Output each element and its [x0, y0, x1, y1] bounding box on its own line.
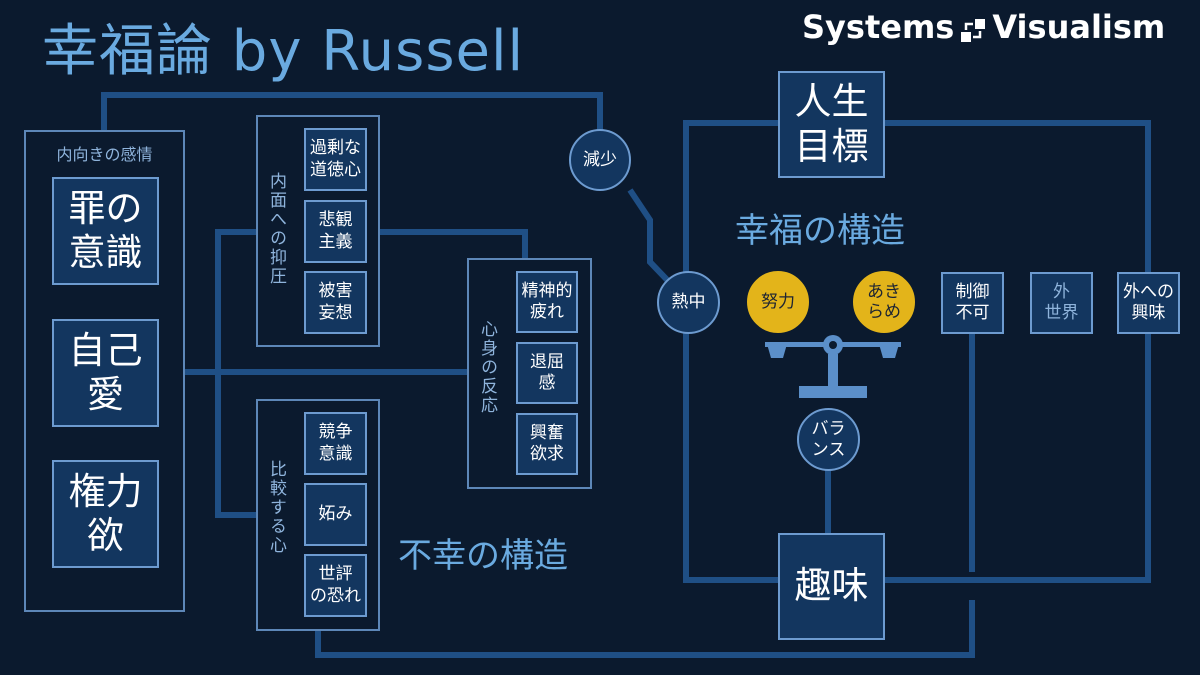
- comparison-group: [256, 399, 380, 631]
- effort-node: 努力: [747, 271, 809, 333]
- mind-body-group: [467, 258, 592, 489]
- brand-name-left: Systems: [802, 8, 955, 46]
- page-title: 幸福論 by Russell: [42, 19, 525, 84]
- systems-visualism-logo-icon: [960, 14, 986, 42]
- envy-box: 妬み: [304, 483, 367, 546]
- unhappiness-structure-heading: 不幸の構造: [398, 536, 568, 576]
- outer-world-box: 外 世界: [1030, 272, 1093, 334]
- boredom-box: 退屈 感: [516, 342, 578, 404]
- outward-interest-box: 外への 興味: [1117, 272, 1180, 334]
- happiness-structure-heading: 幸福の構造: [735, 211, 905, 251]
- persecution-box: 被害 妄想: [304, 271, 367, 334]
- balance-node: バラ ンス: [797, 408, 860, 471]
- pessimism-box: 悲観 主義: [304, 200, 367, 263]
- suppression-label: 内面への抑圧: [266, 172, 286, 286]
- resignation-node: あき らめ: [853, 271, 915, 333]
- balance-scale-icon: [765, 334, 901, 402]
- enthusiasm-node: 熱中: [657, 271, 720, 334]
- hobby-box: 趣味: [778, 533, 885, 640]
- brand-name-right: Visualism: [992, 8, 1166, 46]
- self-love-box: 自己 愛: [52, 319, 159, 427]
- mental-fatigue-box: 精神的 疲れ: [516, 271, 578, 333]
- suppression-group: [256, 115, 380, 347]
- guilt-box: 罪の 意識: [52, 177, 159, 285]
- excitement-desire-box: 興奮 欲求: [516, 413, 578, 475]
- mind-body-label: 心身の反応: [477, 320, 497, 415]
- power-desire-box: 権力 欲: [52, 460, 159, 568]
- inward-emotions-label: 内向きの感情: [56, 145, 153, 164]
- comparison-label: 比較する心: [266, 460, 286, 555]
- uncontrollable-box: 制御 不可: [941, 272, 1004, 334]
- inward-emotions-group: [24, 130, 185, 612]
- fear-of-opinion-box: 世評 の恐れ: [304, 554, 367, 617]
- brand-logo: Systems Visualism: [802, 8, 1165, 46]
- excess-morality-box: 過剰な 道徳心: [304, 128, 367, 191]
- life-goal-box: 人生 目標: [778, 71, 885, 178]
- competition-box: 競争 意識: [304, 412, 367, 475]
- decrease-node: 減少: [569, 129, 631, 191]
